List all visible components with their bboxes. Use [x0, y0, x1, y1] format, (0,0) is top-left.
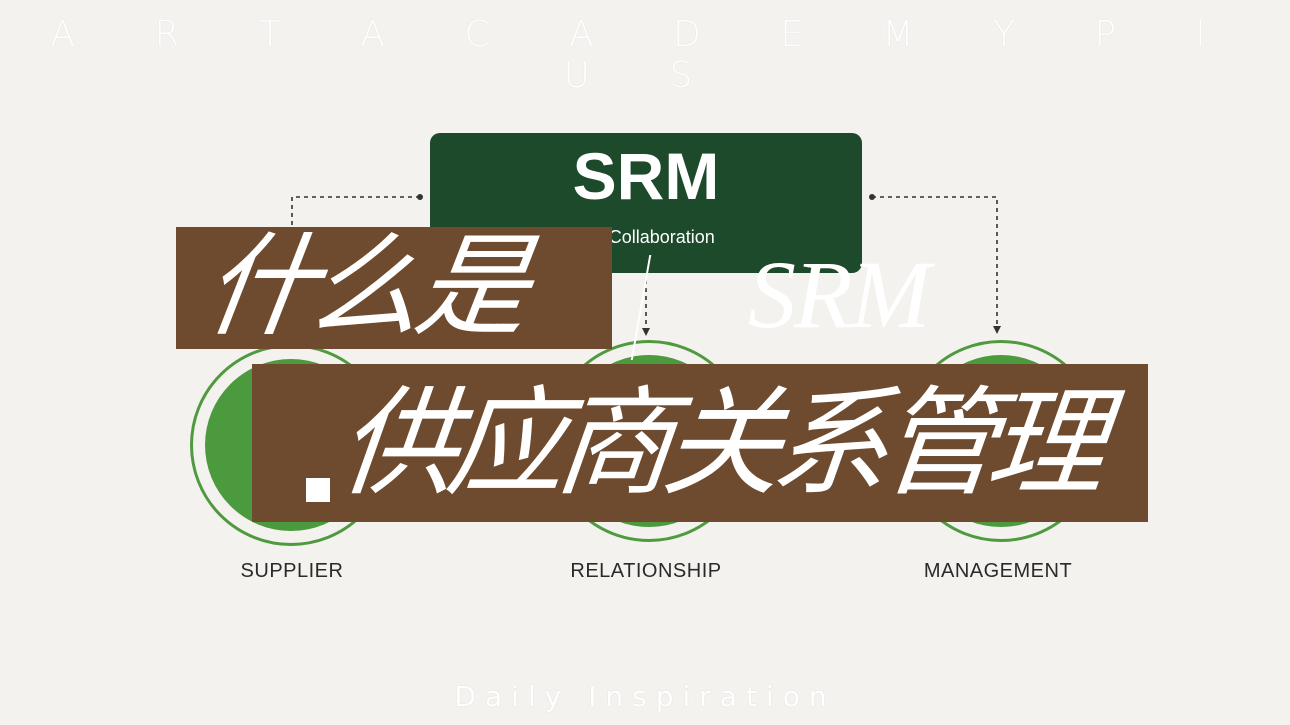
arrow-right-icon	[993, 326, 1001, 334]
brand-header: A R T A C A D E M Y P l U S	[50, 14, 1240, 96]
headline-bullet-icon	[306, 478, 330, 502]
headline-line1: 什么是	[195, 222, 533, 352]
srm-title: SRM	[572, 139, 720, 213]
connector-dot-right	[869, 194, 875, 200]
connector-left	[291, 196, 420, 232]
headline-band-top	[176, 227, 612, 349]
node-label-supplier: SUPPLIER	[240, 560, 344, 582]
arrow-center-icon	[642, 328, 650, 336]
footer-tagline: Daily Inspiration	[454, 680, 836, 713]
headline-accent: SRM	[748, 241, 931, 348]
headline-line2: 供应商关系管理	[332, 374, 1104, 512]
node-label-management: MANAGEMENT	[923, 560, 1073, 582]
connector-right	[872, 196, 998, 328]
node-label-relationship: RELATIONSHIP	[570, 560, 722, 582]
headline-band-bottom	[252, 364, 1148, 522]
connector-dot-left	[417, 194, 423, 200]
